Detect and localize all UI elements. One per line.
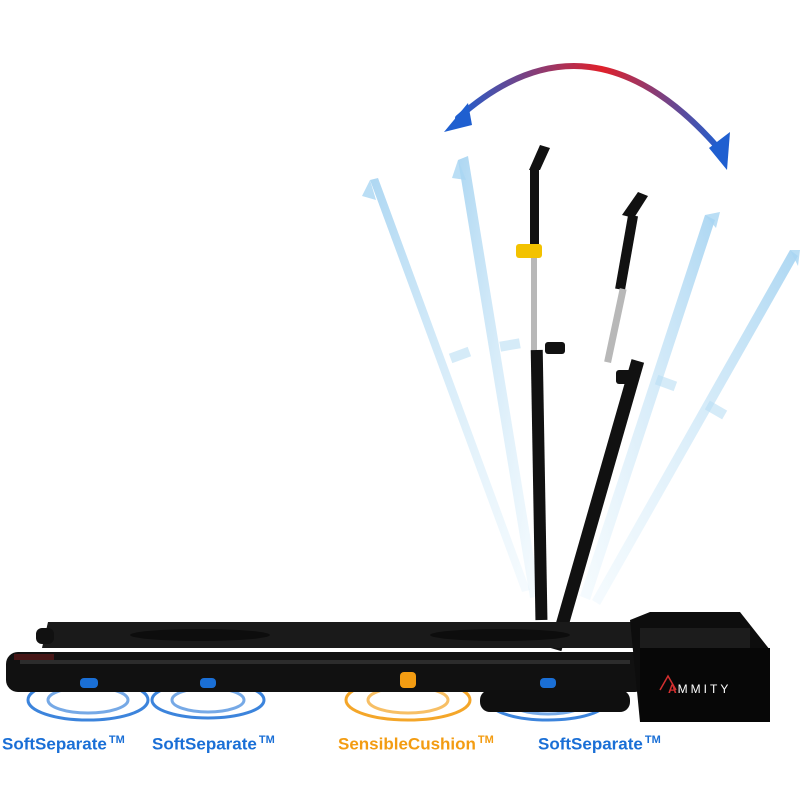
treadmill-deck bbox=[6, 612, 770, 722]
ghost-handle-positions-left bbox=[362, 156, 540, 598]
brand-logo: AMMITY bbox=[668, 682, 732, 696]
handlebar-upright bbox=[516, 145, 565, 621]
ghost-handle-positions-right bbox=[580, 212, 800, 605]
handlebar-tilted bbox=[548, 192, 648, 652]
swing-arrow-icon bbox=[444, 63, 730, 170]
cushion-pucks bbox=[80, 672, 556, 688]
